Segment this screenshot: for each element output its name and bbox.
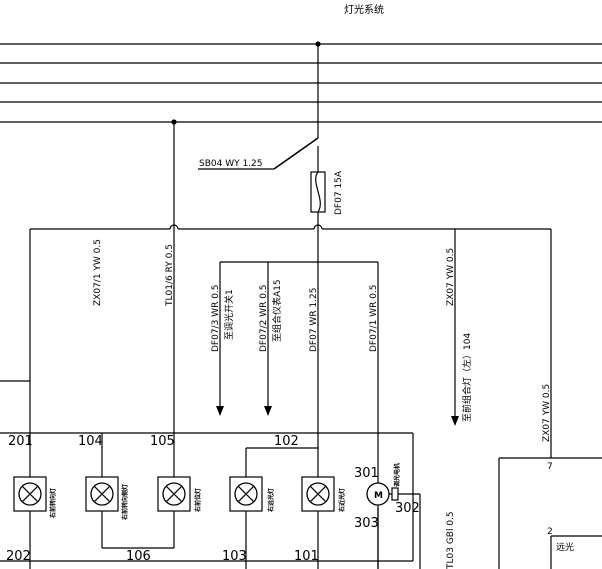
connector-label: 远光 [556, 541, 574, 553]
motor-symbol: M [374, 491, 383, 501]
diagram-title: 灯光系统 [344, 3, 384, 16]
wire-label-df073: DF07/3 WR 0.5 [211, 284, 221, 352]
wire-label-zx071: ZX07/1 YW 0.5 [93, 239, 103, 306]
switch-label: SB04 WY 1.25 [199, 159, 263, 169]
motor-label: 调光电机 [393, 463, 401, 487]
wire-label-zx07c: ZX07 YW 0.5 [542, 384, 552, 442]
fuse-df07: DF07 15A [310, 169, 344, 226]
node-104: 104 [78, 434, 103, 449]
node-7: 7 [547, 462, 553, 472]
node-101: 101 [294, 549, 319, 564]
lamp-3: 右前位灯 [157, 476, 202, 513]
node-2: 2 [547, 527, 553, 537]
bus-lines [0, 43, 602, 123]
headlamp-connector [498, 457, 602, 569]
wire-label-df071-125: DF07 WR 1.25 [309, 288, 319, 352]
lamp-label: 右前转向灯 [49, 488, 57, 519]
internal-wiring [29, 433, 379, 569]
lamp-label: 右前转向侧灯 [121, 484, 129, 521]
wire-label-df072: DF07/2 WR 0.5 [259, 284, 269, 352]
node-303: 303 [354, 516, 379, 531]
node-201: 201 [8, 434, 33, 449]
node-301: 301 [354, 466, 379, 481]
fuse-label: DF07 15A [334, 170, 344, 215]
node-302: 302 [395, 501, 420, 516]
dimmer-motor: M 调光电机 [366, 463, 421, 569]
wire-label-tl016: TL01/6 RY 0.5 [165, 244, 175, 307]
node-102: 102 [274, 434, 299, 449]
lamp-4: 右远光灯 [229, 476, 275, 513]
zx07-branch [451, 229, 459, 426]
wire-dest-zx07b: 至前组合灯（左）104 [461, 333, 473, 422]
distribution-line [29, 224, 552, 458]
wire-label-zx07b: ZX07 YW 0.5 [446, 248, 456, 306]
node-105: 105 [150, 434, 175, 449]
node-106: 106 [126, 549, 151, 564]
lamp-label: 右近光灯 [338, 488, 346, 513]
lamp-label: 右远光灯 [267, 488, 275, 513]
node-103: 103 [222, 549, 247, 564]
wire-dest-df072: 至组合仪表A15 [271, 279, 283, 342]
wire-label-df071: DF07/1 WR 0.5 [369, 284, 379, 352]
wire-label-tl03: TL03 GBl 0.5 [446, 511, 456, 569]
switch-sb04: SB04 WY 1.25 [198, 137, 319, 170]
lamp-1: 右前转向灯 [13, 476, 57, 519]
lamp-label: 右前位灯 [194, 488, 202, 513]
wire-dest-df073: 至调光开关1 [223, 289, 235, 340]
lamp-2: 右前转向侧灯 [85, 476, 129, 521]
node-202: 202 [6, 549, 31, 564]
lamp-module-box [0, 432, 414, 562]
lamp-5: 右近光灯 [301, 476, 346, 513]
